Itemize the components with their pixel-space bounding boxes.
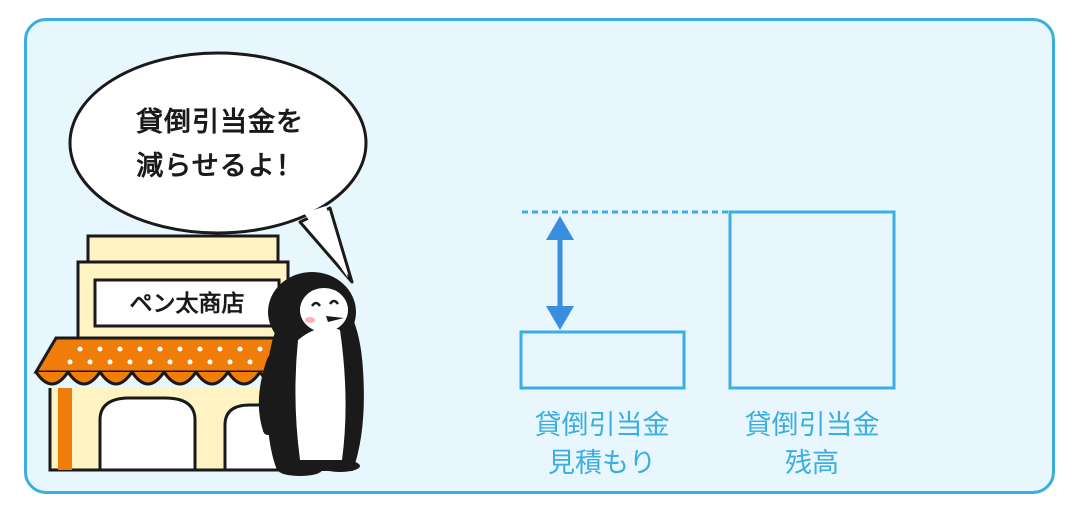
estimate-label-line2: 見積もり xyxy=(548,448,656,479)
comparison-diagram xyxy=(519,210,896,390)
estimate-label-line1: 貸倒引当金 xyxy=(534,410,670,441)
speech-line-2: 減らせるよ！ xyxy=(136,151,304,182)
difference-arrow xyxy=(546,216,574,330)
shop-illustration xyxy=(33,234,320,472)
estimate-box xyxy=(519,330,686,390)
speech-bubble xyxy=(68,51,368,284)
balance-label-line1: 貸倒引当金 xyxy=(744,410,880,441)
speech-line-1: 貸倒引当金を xyxy=(136,107,304,138)
shop-sign-board xyxy=(93,278,281,328)
balance-box xyxy=(728,210,896,390)
shop-sign-text: ペン太商店 xyxy=(129,291,245,317)
balance-label-line2: 残高 xyxy=(785,448,839,479)
penguin-character xyxy=(258,272,364,476)
